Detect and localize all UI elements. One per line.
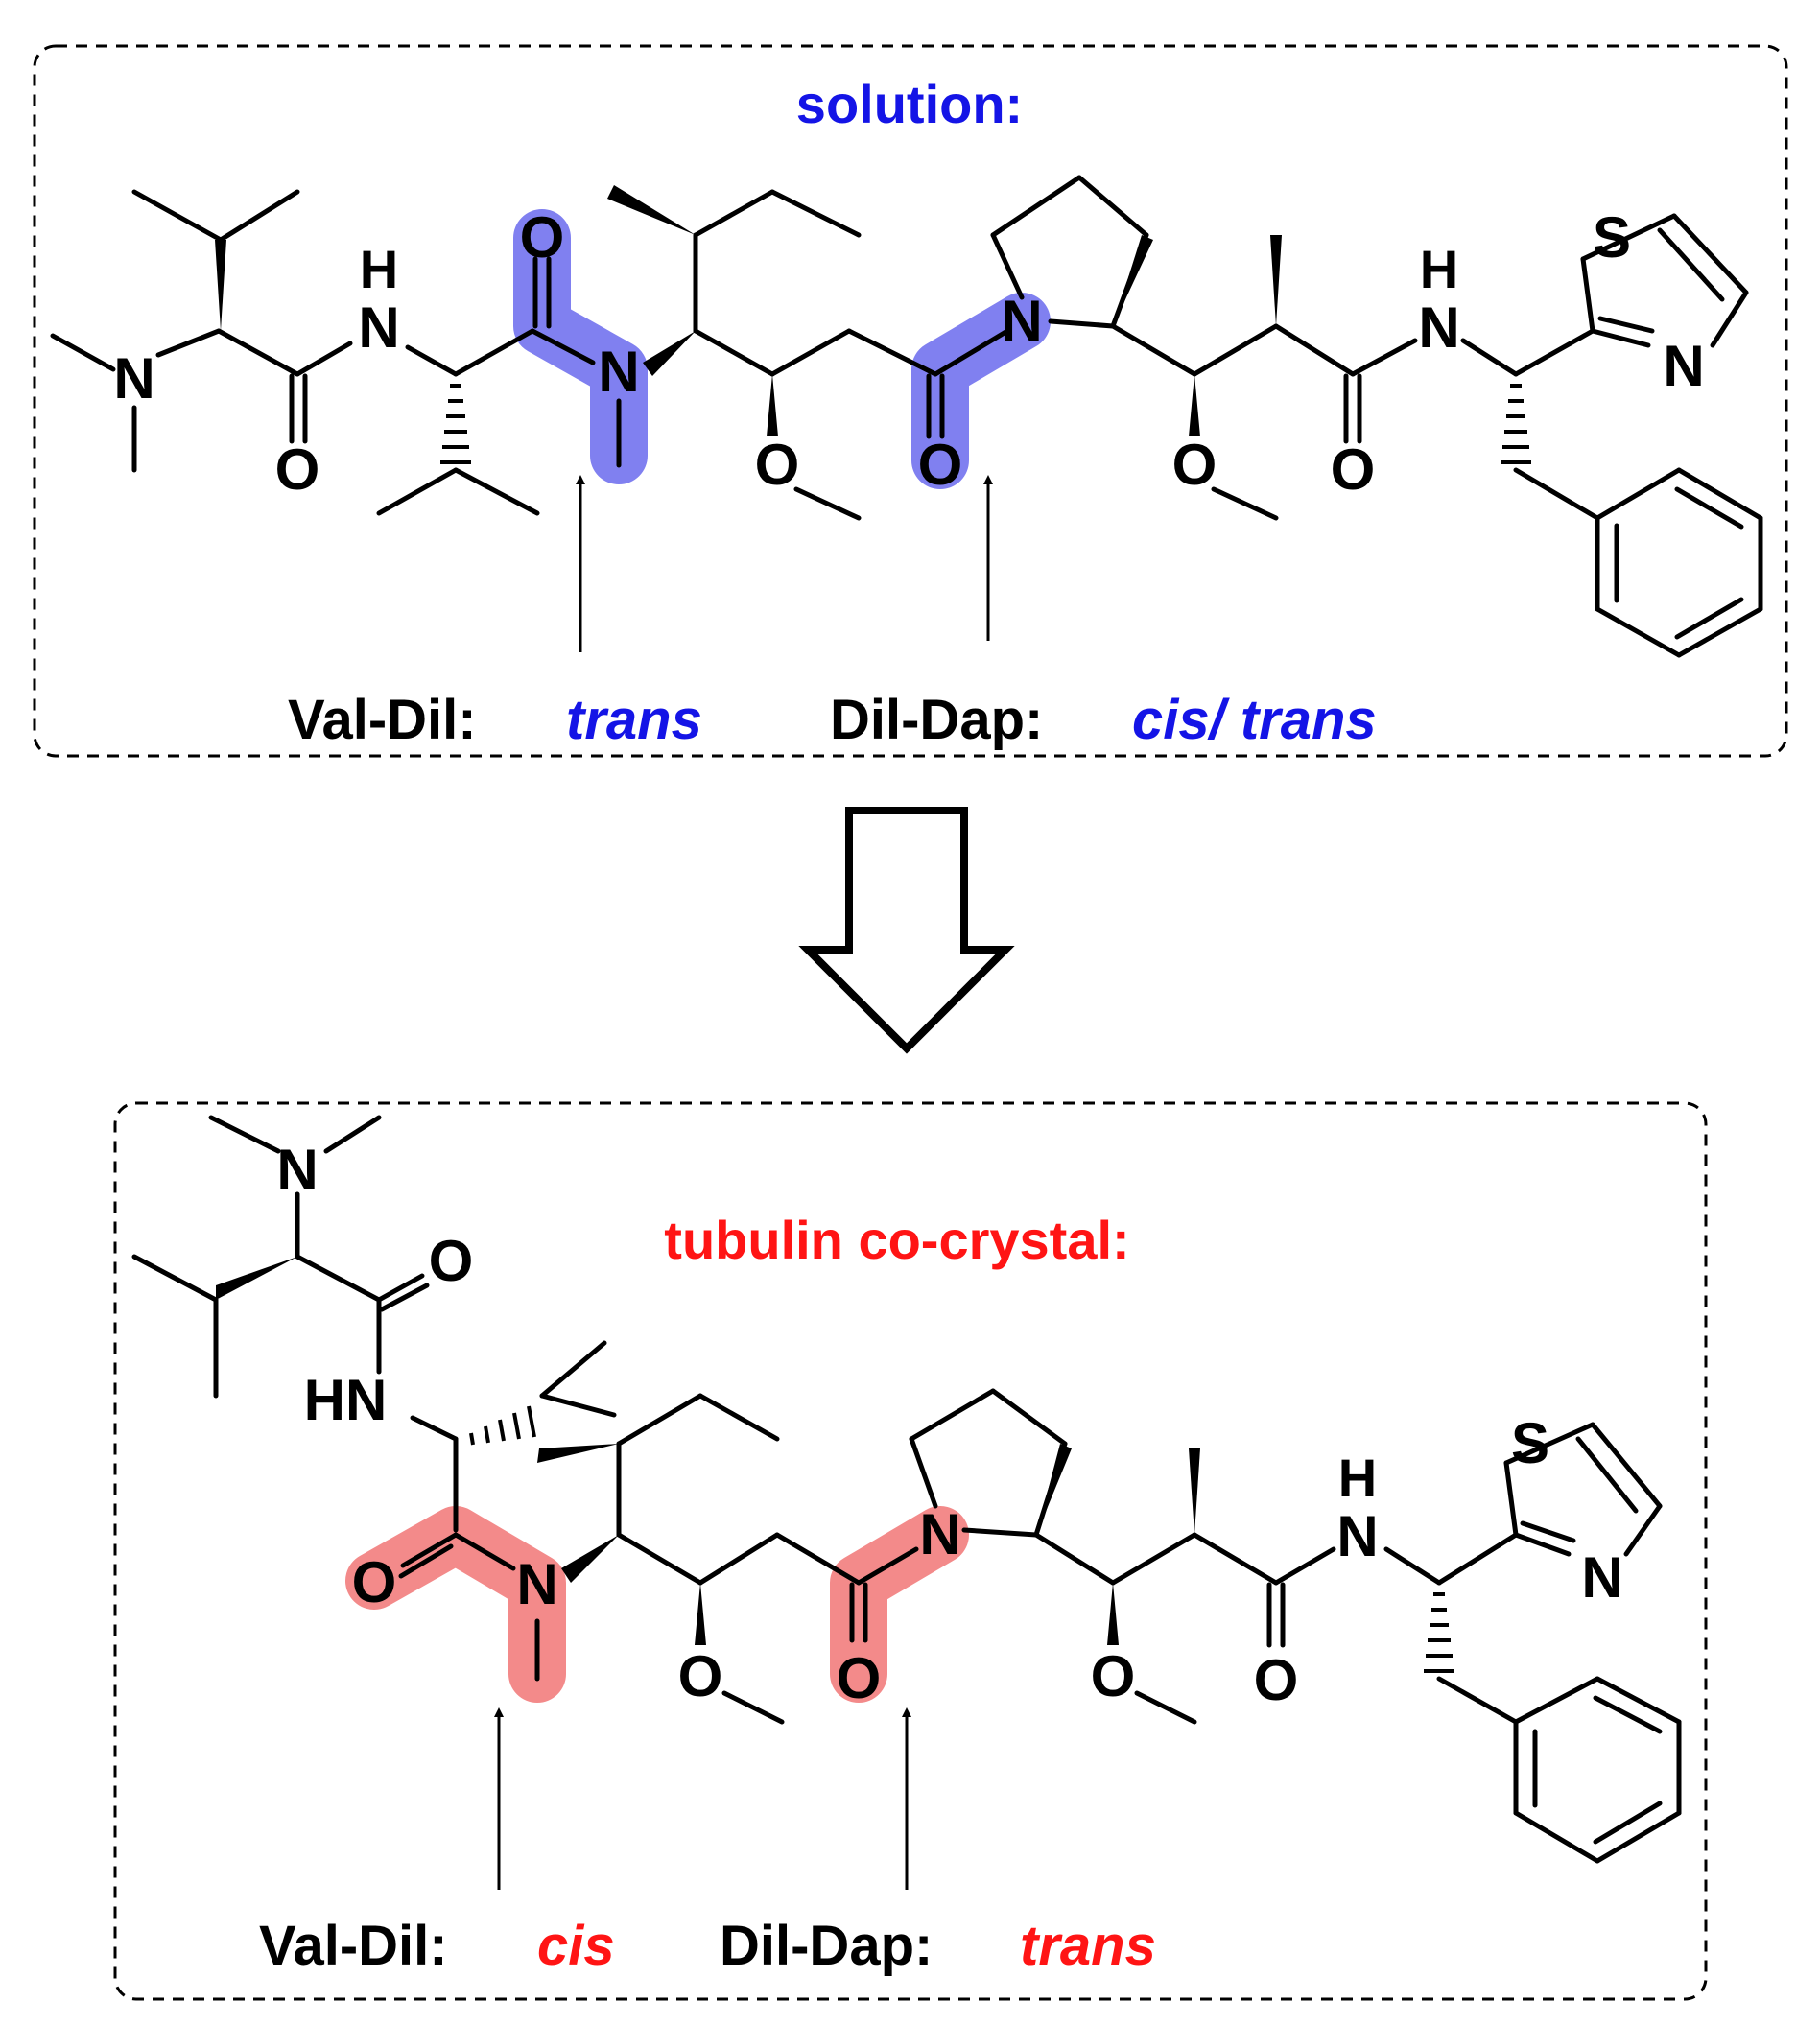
crystal-title: tubulin co-crystal: [664, 1210, 1129, 1270]
crystal-val-dil-label: Val-Dil: [259, 1915, 448, 1977]
atom-h: H [1338, 1448, 1377, 1508]
atom-o: O [1172, 433, 1217, 497]
atom-o: O [275, 437, 320, 502]
atom-o: O [352, 1550, 397, 1614]
crystal-dil-dap-label: Dil-Dap: [720, 1915, 933, 1977]
atom-n: N [919, 1502, 960, 1566]
atom-o: O [1331, 437, 1376, 502]
crystal-atom-labels: N O HN O N O N O O O H N S N [276, 1138, 1622, 1712]
atom-n: N [358, 295, 399, 360]
atom-o: O [755, 433, 800, 497]
atom-o: O [918, 433, 963, 497]
atom-n: N [1336, 1504, 1378, 1568]
solution-panel-frame [33, 44, 1788, 758]
atom-n: N [1001, 289, 1042, 353]
atom-n: N [1663, 334, 1704, 398]
crystal-highlight-val-dil-amide [345, 1506, 566, 1703]
atom-n: N [1418, 295, 1459, 360]
solution-val-dil-label: Val-Dil: [288, 689, 477, 751]
crystal-dil-dap-conf: trans [1020, 1915, 1156, 1977]
solution-dil-dap-label: Dil-Dap: [830, 689, 1043, 751]
transition-arrow [798, 807, 1015, 1054]
crystal-val-dil-conf: cis [537, 1915, 615, 1977]
solution-title: solution: [796, 74, 1023, 134]
crystal-panel-frame [113, 1101, 1708, 2001]
solution-panel: solution: [33, 44, 1788, 758]
solution-stereo-bonds [215, 185, 1531, 464]
solution-dil-dap-conf: cis/ trans [1132, 689, 1377, 751]
atom-hn: HN [304, 1368, 388, 1432]
solution-atom-labels: N O H N O N O N O O O H N S N [113, 205, 1704, 502]
atom-o: O [837, 1646, 882, 1710]
atom-n: N [113, 346, 154, 411]
solution-val-dil-conf: trans [566, 689, 702, 751]
atom-h: H [360, 239, 398, 299]
atom-n: N [1581, 1545, 1622, 1610]
solution-bonds [50, 175, 1763, 658]
atom-o: O [678, 1644, 723, 1708]
crystal-bonds [131, 1115, 1682, 1864]
crystal-panel: tubulin co-crystal: [113, 1101, 1708, 2001]
atom-s: S [1511, 1411, 1549, 1475]
atom-o: O [520, 205, 565, 270]
atom-o: O [429, 1229, 474, 1293]
atom-n: N [276, 1138, 318, 1202]
atom-o: O [1254, 1648, 1299, 1712]
atom-n: N [516, 1552, 557, 1616]
crystal-stereo-bonds [216, 1257, 1454, 1673]
atom-n: N [598, 340, 639, 404]
atom-h: H [1420, 239, 1458, 299]
atom-s: S [1593, 205, 1631, 270]
atom-o: O [1091, 1644, 1136, 1708]
